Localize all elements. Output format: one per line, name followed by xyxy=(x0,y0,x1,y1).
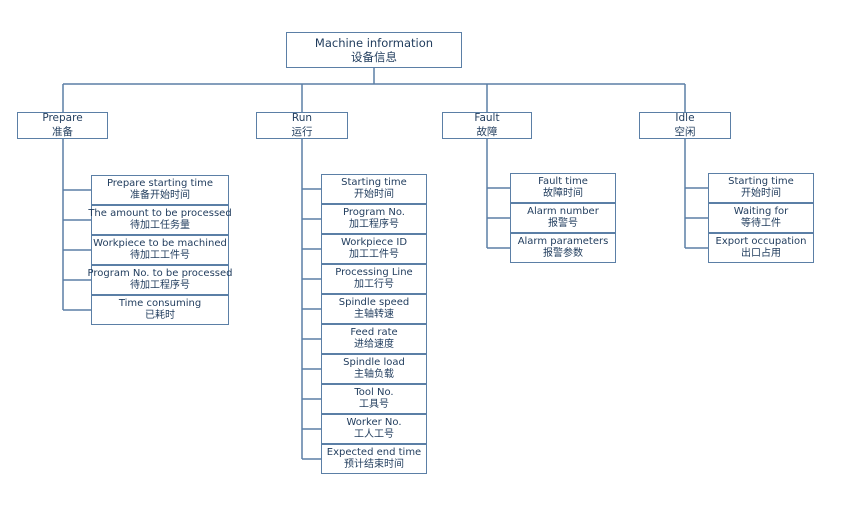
category-label-zh: 空闲 xyxy=(674,125,696,138)
idle-item: Starting time 开始时间 xyxy=(708,173,814,203)
category-prepare: Prepare 准备 xyxy=(17,112,108,139)
run-item: Spindle speed 主轴转速 xyxy=(321,294,427,324)
run-item: Program No. 加工程序号 xyxy=(321,204,427,234)
item-label-zh: 工人工号 xyxy=(354,429,394,440)
run-item: Feed rate 进给速度 xyxy=(321,324,427,354)
item-label-zh: 报警号 xyxy=(548,218,578,229)
run-item: Tool No. 工具号 xyxy=(321,384,427,414)
item-label-zh: 待加工程序号 xyxy=(130,280,190,291)
item-label-en: Processing Line xyxy=(335,266,413,278)
prepare-item: Program No. to be processed 待加工程序号 xyxy=(88,265,233,295)
run-item: Workpiece ID 加工工件号 xyxy=(321,234,427,264)
item-label-zh: 出口占用 xyxy=(741,248,781,259)
prepare-item: Workpiece to be machined 待加工工件号 xyxy=(91,235,229,265)
category-fault: Fault 故障 xyxy=(442,112,532,139)
run-item: Expected end time 预计结束时间 xyxy=(321,444,427,474)
item-label-en: Expected end time xyxy=(326,446,422,458)
category-idle: Idle 空闲 xyxy=(639,112,731,139)
item-label-zh: 主轴转速 xyxy=(354,309,394,320)
item-label-en: Starting time xyxy=(728,175,794,187)
item-label-en: Spindle speed xyxy=(338,296,410,308)
idle-item: Waiting for 等待工件 xyxy=(708,203,814,233)
fault-item: Alarm number 报警号 xyxy=(510,203,616,233)
item-label-en: Fault time xyxy=(538,175,588,187)
item-label-en: Export occupation xyxy=(715,235,807,247)
item-label-zh: 开始时间 xyxy=(741,188,781,199)
run-item: Spindle load 主轴负载 xyxy=(321,354,427,384)
category-label-zh: 故障 xyxy=(476,125,498,138)
category-label-zh: 运行 xyxy=(291,125,313,138)
run-item: Worker No. 工人工号 xyxy=(321,414,427,444)
item-label-en: Worker No. xyxy=(346,416,402,428)
item-label-zh: 已耗时 xyxy=(145,310,175,321)
item-label-en: Feed rate xyxy=(350,326,398,338)
prepare-item: Prepare starting time 准备开始时间 xyxy=(91,175,229,205)
item-label-zh: 进给速度 xyxy=(354,339,394,350)
item-label-zh: 加工工件号 xyxy=(349,249,399,260)
item-label-en: Prepare starting time xyxy=(106,177,214,189)
item-label-zh: 报警参数 xyxy=(543,248,583,259)
item-label-zh: 开始时间 xyxy=(354,189,394,200)
item-label-en: Workpiece to be machined xyxy=(93,237,227,249)
fault-item: Alarm parameters 报警参数 xyxy=(510,233,616,263)
item-label-en: Spindle load xyxy=(343,356,405,368)
item-label-zh: 主轴负载 xyxy=(354,369,394,380)
category-label-en: Idle xyxy=(675,112,695,125)
fault-item: Fault time 故障时间 xyxy=(510,173,616,203)
category-label-en: Run xyxy=(291,112,313,125)
item-label-en: Alarm number xyxy=(527,205,599,217)
item-label-en: Program No. xyxy=(343,206,405,218)
item-label-zh: 准备开始时间 xyxy=(130,190,190,201)
root-label-en: Machine information xyxy=(314,35,434,50)
category-label-en: Fault xyxy=(474,112,500,125)
prepare-item: The amount to be processed 待加工任务量 xyxy=(88,205,232,235)
category-label-en: Prepare xyxy=(42,112,83,125)
item-label-zh: 故障时间 xyxy=(543,188,583,199)
item-label-zh: 工具号 xyxy=(359,399,389,410)
item-label-zh: 加工行号 xyxy=(354,279,394,290)
item-label-zh: 待加工任务量 xyxy=(130,220,190,231)
item-label-zh: 加工程序号 xyxy=(349,219,399,230)
category-run: Run 运行 xyxy=(256,112,348,139)
item-label-zh: 等待工件 xyxy=(741,218,781,229)
prepare-item: Time consuming 已耗时 xyxy=(91,295,229,325)
idle-item: Export occupation 出口占用 xyxy=(708,233,814,263)
run-item: Processing Line 加工行号 xyxy=(321,264,427,294)
category-label-zh: 准备 xyxy=(52,125,73,138)
item-label-en: Workpiece ID xyxy=(340,236,408,248)
run-item: Starting time 开始时间 xyxy=(321,174,427,204)
item-label-en: Tool No. xyxy=(354,386,394,398)
item-label-zh: 预计结束时间 xyxy=(344,459,404,470)
root-node: Machine information 设备信息 xyxy=(286,32,462,68)
item-label-en: Waiting for xyxy=(733,205,789,217)
root-label-zh: 设备信息 xyxy=(351,50,397,64)
item-label-en: The amount to be processed xyxy=(88,207,232,219)
item-label-en: Time consuming xyxy=(118,297,202,309)
item-label-zh: 待加工工件号 xyxy=(130,250,190,261)
item-label-en: Starting time xyxy=(341,176,407,188)
item-label-en: Alarm parameters xyxy=(517,235,609,247)
item-label-en: Program No. to be processed xyxy=(87,267,233,279)
